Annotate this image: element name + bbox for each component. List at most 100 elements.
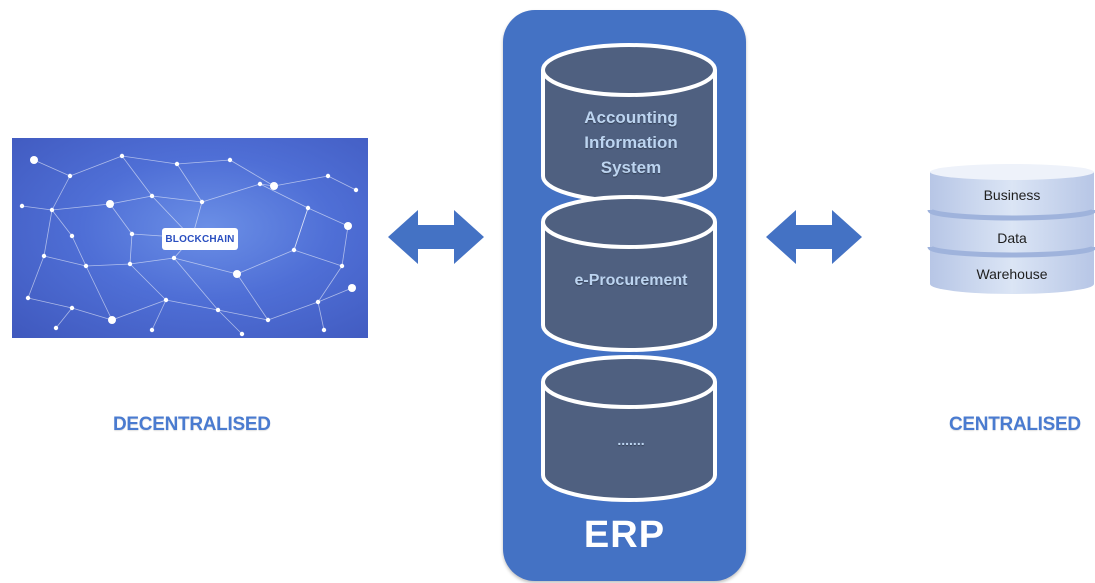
network-link (317, 287, 353, 303)
database-cylinder-icon (541, 195, 717, 352)
network-link (341, 225, 349, 267)
network-node (30, 156, 38, 164)
database-cylinder-icon (541, 355, 717, 502)
network-link (173, 257, 219, 311)
network-link (151, 299, 167, 331)
network-link (69, 155, 123, 177)
network-link (71, 235, 87, 267)
network-node (149, 193, 155, 199)
network-node (339, 263, 345, 269)
network-node (25, 295, 31, 301)
network-link (121, 155, 153, 197)
centralised-label: CENTRALISED (949, 414, 1081, 435)
network-node (265, 317, 271, 323)
network-node (321, 327, 327, 333)
network-node (163, 297, 169, 303)
warehouse-line: Warehouse (976, 266, 1048, 282)
bidirectional-arrow-icon (766, 210, 862, 264)
network-node (270, 182, 278, 190)
network-link (27, 297, 73, 309)
blockchain-badge: BLOCKCHAIN (162, 228, 238, 250)
network-node (315, 299, 321, 305)
module-accounting-information-system: Accounting Information System (545, 104, 717, 180)
module-line: Information (584, 132, 678, 152)
network-link (273, 175, 329, 187)
network-node (127, 261, 133, 267)
network-link (109, 195, 153, 205)
network-node (69, 305, 75, 311)
network-link (317, 265, 343, 303)
network-node (119, 153, 125, 159)
network-link (43, 255, 87, 267)
network-link (236, 249, 295, 275)
network-node (149, 327, 155, 333)
network-node (325, 173, 331, 179)
database-cylinder-icon (541, 43, 717, 203)
network-node (353, 187, 359, 193)
module-line: System (600, 157, 662, 177)
network-link (109, 203, 133, 235)
network-link (51, 203, 111, 211)
network-link (129, 233, 133, 265)
bidirectional-arrow-icon (388, 210, 484, 264)
network-link (165, 299, 219, 311)
network-node (83, 263, 89, 269)
network-node (171, 255, 177, 261)
network-node (129, 231, 135, 237)
network-node (174, 161, 180, 167)
erp-title: ERP (583, 514, 666, 556)
network-link (129, 263, 167, 301)
network-link (327, 175, 357, 191)
network-link (217, 309, 243, 335)
network-link (267, 301, 319, 321)
network-link (173, 257, 238, 275)
network-node (348, 284, 356, 292)
module-more: ....... (545, 425, 717, 455)
network-node (227, 157, 233, 163)
network-node (291, 247, 297, 253)
network-link (293, 207, 309, 251)
network-node (69, 233, 75, 239)
network-link (217, 309, 269, 321)
network-link (111, 299, 167, 321)
network-link (176, 163, 203, 203)
network-link (176, 159, 231, 165)
network-node (305, 205, 311, 211)
network-link (51, 209, 73, 237)
network-node (199, 199, 205, 205)
module-e-procurement: e-Procurement (545, 262, 717, 298)
module-line: Accounting (584, 107, 678, 127)
network-link (307, 207, 349, 227)
network-link (21, 205, 53, 211)
network-link (317, 301, 325, 331)
network-link (51, 175, 71, 211)
blockchain-image: BLOCKCHAIN (12, 138, 368, 338)
network-link (43, 209, 53, 257)
network-node (49, 207, 55, 213)
database-cylinder-icon (927, 164, 1095, 294)
network-link (259, 183, 309, 209)
network-node (19, 203, 25, 209)
network-node (67, 173, 73, 179)
network-link (129, 257, 175, 265)
network-link (33, 159, 71, 177)
network-link (121, 155, 178, 165)
network-link (71, 307, 113, 321)
decentralised-label: DECENTRALISED (113, 414, 271, 435)
network-link (293, 249, 343, 267)
network-link (151, 195, 203, 203)
network-link (229, 159, 275, 187)
network-node (239, 331, 245, 337)
network-node (53, 325, 59, 331)
warehouse-line: Data (997, 230, 1027, 246)
network-node (233, 270, 241, 278)
network-node (41, 253, 47, 259)
network-link (85, 265, 113, 321)
network-link (27, 255, 45, 299)
network-node (108, 316, 116, 324)
network-node (106, 200, 114, 208)
network-node (257, 181, 263, 187)
network-link (55, 307, 73, 329)
warehouse-line: Business (983, 187, 1041, 203)
erp-cylinders (541, 43, 717, 502)
